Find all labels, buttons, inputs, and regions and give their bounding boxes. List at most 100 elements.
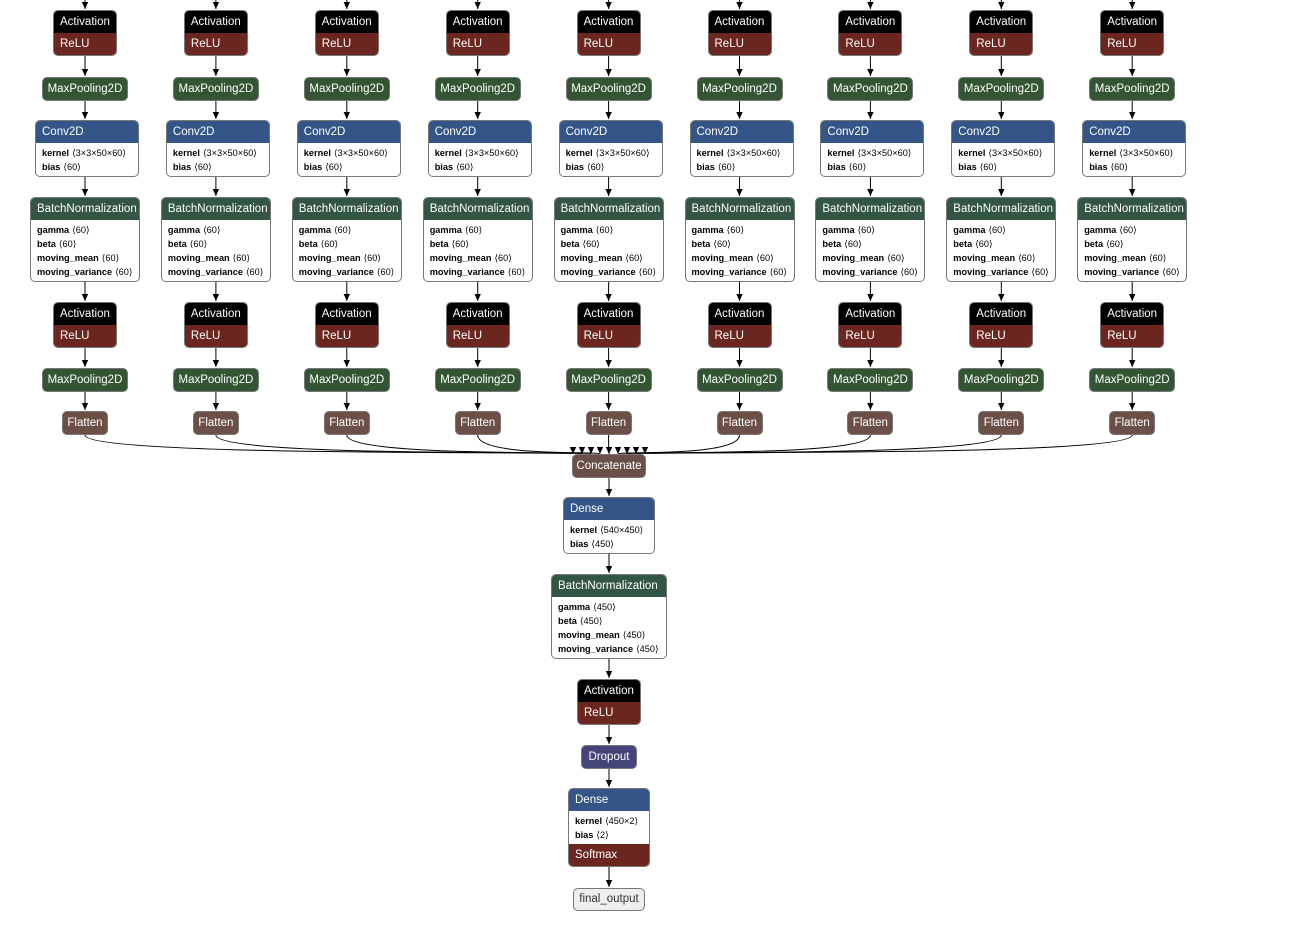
flatten-node[interactable]: Flatten: [62, 411, 108, 435]
maxpooling2d-node[interactable]: MaxPooling2D: [42, 368, 128, 392]
maxpooling2d-node[interactable]: MaxPooling2D: [827, 77, 914, 101]
attribute-name: beta: [822, 239, 842, 249]
attribute-value: ⟨3×3×50×60⟩: [595, 148, 650, 158]
maxpooling2d-node[interactable]: MaxPooling2D: [42, 77, 128, 101]
maxpooling2d-node[interactable]: MaxPooling2D: [434, 77, 521, 101]
attribute-value: ⟨3×3×50×60⟩: [726, 148, 781, 158]
attribute-row: gamma⟨60⟩: [299, 223, 395, 237]
maxpooling2d-node[interactable]: MaxPooling2D: [1089, 368, 1176, 392]
attribute-name: bias: [570, 539, 589, 549]
concatenate-node[interactable]: Concatenate: [572, 454, 646, 478]
attribute-name: moving_mean: [429, 253, 492, 263]
attribute-row: kernel⟨3×3×50×60⟩: [566, 146, 656, 160]
maxpooling2d-node[interactable]: MaxPooling2D: [434, 368, 521, 392]
maxpooling2d-node[interactable]: MaxPooling2D: [565, 368, 652, 392]
flatten-node[interactable]: Flatten: [192, 411, 239, 435]
maxpooling2d-node[interactable]: MaxPooling2D: [565, 77, 652, 101]
maxpooling2d-node[interactable]: MaxPooling2D: [172, 77, 259, 101]
maxpooling2d-node[interactable]: MaxPooling2D: [958, 77, 1045, 101]
flatten-node[interactable]: Flatten: [585, 411, 632, 435]
attribute-row: gamma⟨60⟩: [430, 223, 526, 237]
final-output-node[interactable]: final_output: [573, 888, 645, 911]
flatten-node[interactable]: Flatten: [847, 411, 894, 435]
layer-title: BatchNormalization: [423, 198, 532, 220]
maxpooling2d-node[interactable]: MaxPooling2D: [303, 368, 390, 392]
attribute-row: bias⟨60⟩: [697, 160, 787, 174]
dropout-node[interactable]: Dropout: [581, 745, 637, 769]
attribute-value: ⟨3×3×50×60⟩: [464, 148, 519, 158]
attribute-row: gamma⟨60⟩: [822, 223, 918, 237]
maxpooling2d-node[interactable]: MaxPooling2D: [303, 77, 390, 101]
flatten-node[interactable]: Flatten: [716, 411, 763, 435]
flatten-node[interactable]: Flatten: [1109, 411, 1156, 435]
attribute-row: bias⟨450⟩: [570, 537, 648, 551]
attribute-value: ⟨60⟩: [595, 225, 614, 235]
flatten-node[interactable]: Flatten: [323, 411, 370, 435]
attribute-value: ⟨450⟩: [579, 616, 603, 626]
attribute-row: beta⟨60⟩: [37, 237, 133, 251]
maxpooling2d-node[interactable]: MaxPooling2D: [827, 368, 914, 392]
attribute-name: beta: [691, 239, 711, 249]
activation-title: Activation: [315, 11, 378, 33]
attribute-list: gamma⟨60⟩beta⟨60⟩moving_mean⟨60⟩moving_v…: [686, 220, 794, 281]
layer-title: Conv2D: [36, 121, 138, 143]
flatten-node[interactable]: Flatten: [454, 411, 501, 435]
attribute-value: ⟨60⟩: [325, 162, 343, 172]
maxpooling2d-node[interactable]: MaxPooling2D: [958, 368, 1045, 392]
attribute-name: kernel: [696, 148, 724, 158]
attribute-name: moving_mean: [691, 253, 754, 263]
attribute-value: ⟨60⟩: [1110, 162, 1128, 172]
flatten-node[interactable]: Flatten: [978, 411, 1025, 435]
attribute-row: gamma⟨60⟩: [37, 223, 133, 237]
edge: [642, 434, 1133, 455]
attribute-row: kernel⟨3×3×50×60⟩: [304, 146, 394, 160]
maxpooling2d-node[interactable]: MaxPooling2D: [172, 368, 259, 392]
activation-function: ReLU: [577, 33, 640, 55]
maxpooling2d-node[interactable]: MaxPooling2D: [1089, 77, 1176, 101]
maxpooling2d-node[interactable]: MaxPooling2D: [696, 77, 783, 101]
attribute-value: ⟨60⟩: [63, 162, 81, 172]
attribute-row: kernel⟨540×450⟩: [570, 523, 648, 537]
maxpooling2d-node[interactable]: MaxPooling2D: [696, 368, 783, 392]
